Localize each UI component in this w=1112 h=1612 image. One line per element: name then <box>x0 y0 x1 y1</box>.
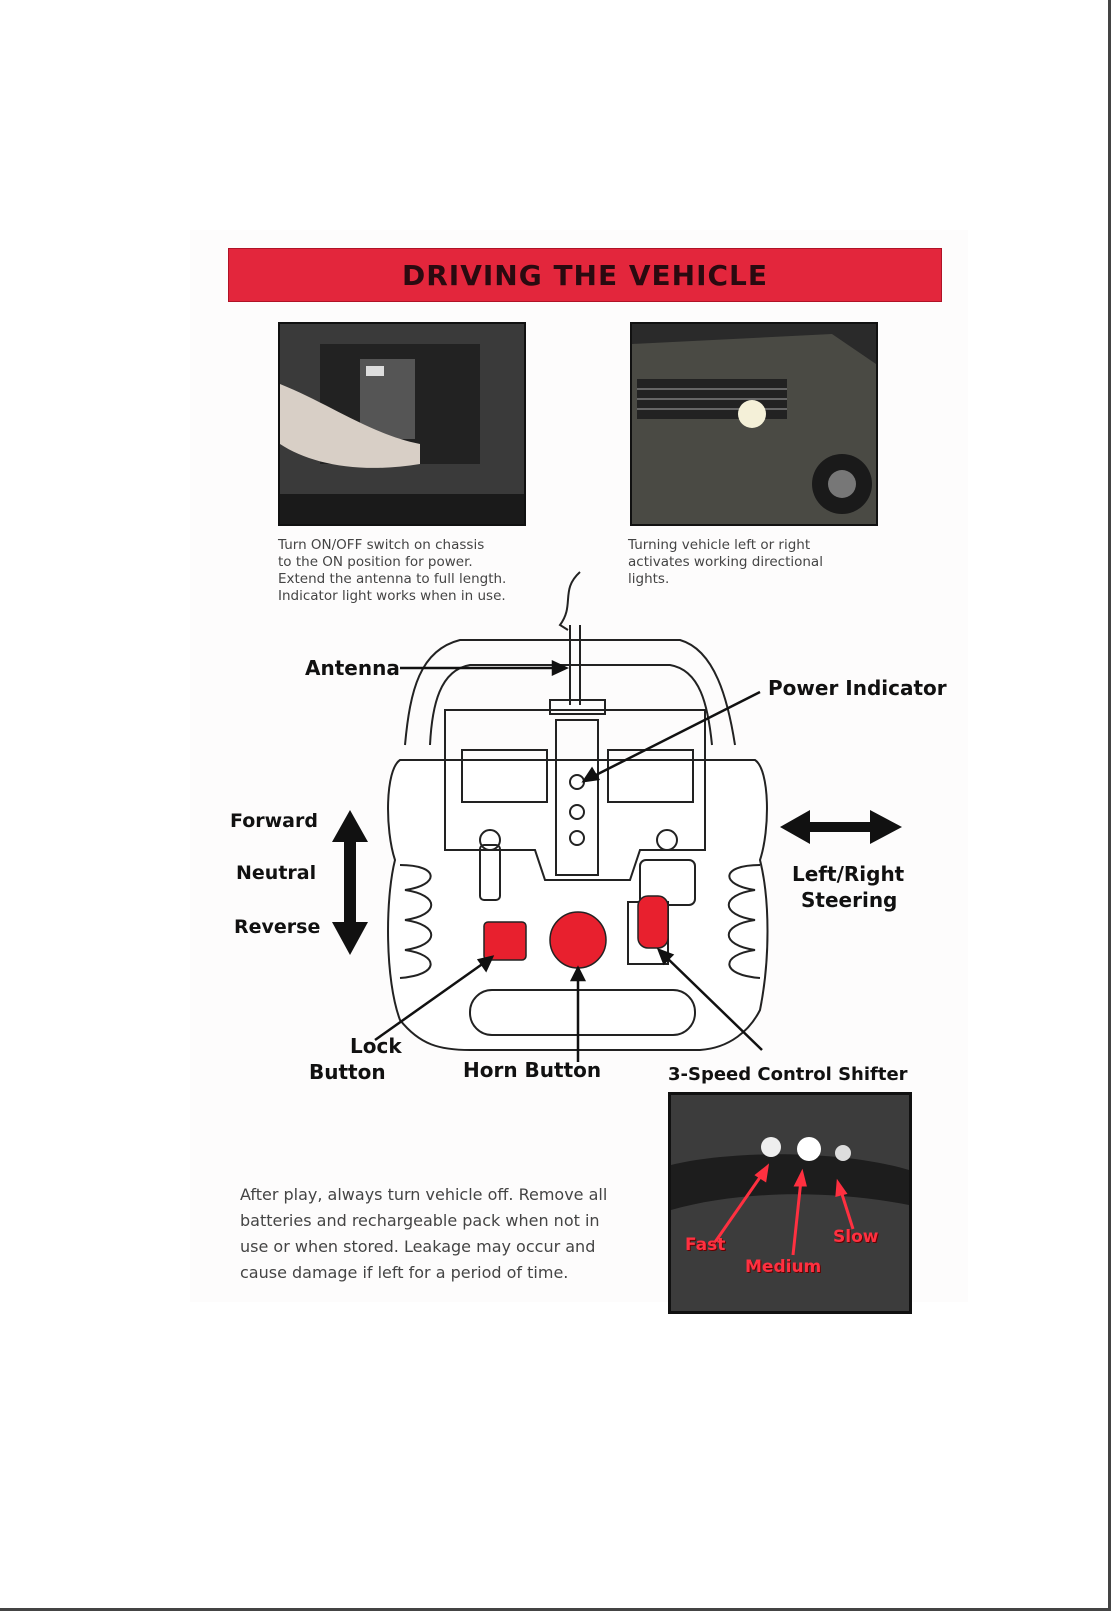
antenna-tip <box>558 571 581 631</box>
speed-lights-photo: Fast Medium Slow <box>668 1092 912 1314</box>
truck-lights-photo <box>630 322 878 526</box>
caption-line: Indicator light works when in use. <box>278 588 506 604</box>
caption-line: activates working directional <box>628 554 823 570</box>
remote-diagram <box>332 571 902 1062</box>
label-steering-2: Steering <box>801 888 898 912</box>
label-lock-1: Lock <box>350 1034 402 1058</box>
shifter-knob-shape <box>637 895 669 949</box>
caption-power: Turn ON/OFF switch on chassis to the ON … <box>278 537 506 605</box>
note-line: After play, always turn vehicle off. Rem… <box>240 1185 608 1204</box>
lock-button-shape <box>483 921 527 961</box>
caption-line: Turn ON/OFF switch on chassis <box>278 537 485 553</box>
note-line: cause damage if left for a period of tim… <box>240 1263 569 1282</box>
caption-line: to the ON position for power. <box>278 554 473 570</box>
speed-slow: Slow <box>833 1227 879 1247</box>
label-shifter: 3-Speed Control Shifter <box>668 1064 908 1085</box>
speed-fast: Fast <box>685 1235 726 1255</box>
caption-line: Extend the antenna to full length. <box>278 571 507 587</box>
label-antenna: Antenna <box>305 656 400 680</box>
caption-line: Turning vehicle left or right <box>628 537 811 553</box>
note-line: use or when stored. Leakage may occur an… <box>240 1237 596 1256</box>
battery-switch-photo <box>278 322 526 526</box>
section-banner: DRIVING THE VEHICLE <box>228 248 942 302</box>
battery-switch-image <box>280 324 524 524</box>
label-steering-1: Left/Right <box>792 862 905 886</box>
speed-medium: Medium <box>745 1257 822 1277</box>
label-neutral: Neutral <box>236 862 317 884</box>
after-play-note: After play, always turn vehicle off. Rem… <box>240 1182 660 1286</box>
label-horn-button: Horn Button <box>463 1058 602 1082</box>
label-forward: Forward <box>230 810 318 832</box>
note-line: batteries and rechargeable pack when not… <box>240 1211 600 1230</box>
label-lock-2: Button <box>309 1060 386 1084</box>
speed-lights-image <box>671 1095 909 1311</box>
caption-lights: Turning vehicle left or right activates … <box>628 537 823 588</box>
label-reverse: Reverse <box>234 916 321 938</box>
truck-lights-image <box>632 324 876 524</box>
horn-button-shape <box>549 911 607 969</box>
caption-line: lights. <box>628 571 670 587</box>
label-power-indicator: Power Indicator <box>768 676 947 700</box>
section-title: DRIVING THE VEHICLE <box>401 258 769 292</box>
